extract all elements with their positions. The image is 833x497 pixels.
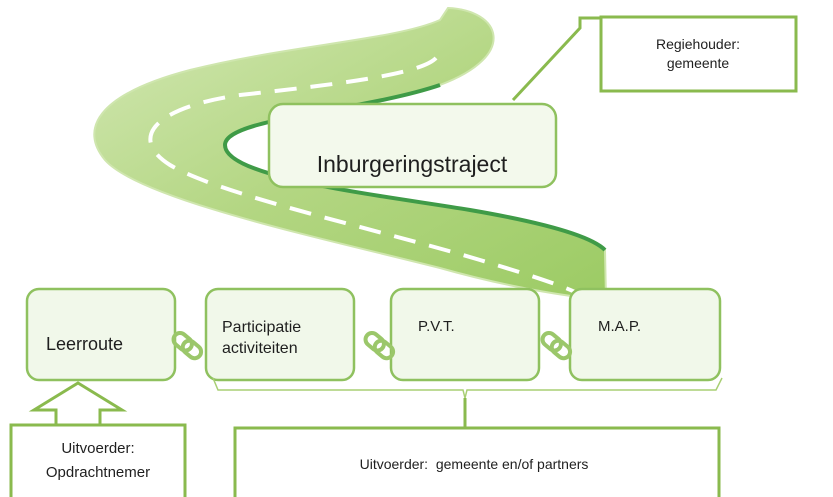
uitvoerder-opdrachtnemer-box [9,423,187,497]
uitvoerder-gemeente-box [233,426,721,497]
opdrachtnemer-label-line2: Opdrachtnemer [45,464,151,481]
up-arrow [28,381,128,427]
chain-link-icon [540,331,573,361]
pvt-label: P.V.T. [418,318,455,335]
gemeente-partners-label: Uitvoerder: gemeente en/of partners [359,456,589,472]
inburgeringstraject-box [267,102,558,189]
opdrachtnemer-label-line1: Uitvoerder: [61,440,135,457]
components [25,287,722,382]
box-pvt [389,287,541,382]
regiehouder-callout [511,15,798,102]
box-map [568,287,722,382]
regiehouder-label-line1: Regiehouder: [655,36,741,52]
regiehouder-box [599,15,798,93]
participatie-label-line2: activiteiten [222,340,298,357]
participatie-label-line1: Participatie [222,319,302,336]
inburgeringstraject-label: Inburgeringstraject [316,151,508,177]
chain-link-icon [363,331,396,361]
map-label: M.A.P. [598,318,642,335]
chain-link-icon [171,331,204,361]
regiehouder-label-line2: gemeente [666,55,730,71]
leerroute-label: Leerroute [46,334,124,354]
callout-pointer [511,16,600,102]
road-center-dashes [148,56,576,294]
box-participatie [204,287,356,382]
